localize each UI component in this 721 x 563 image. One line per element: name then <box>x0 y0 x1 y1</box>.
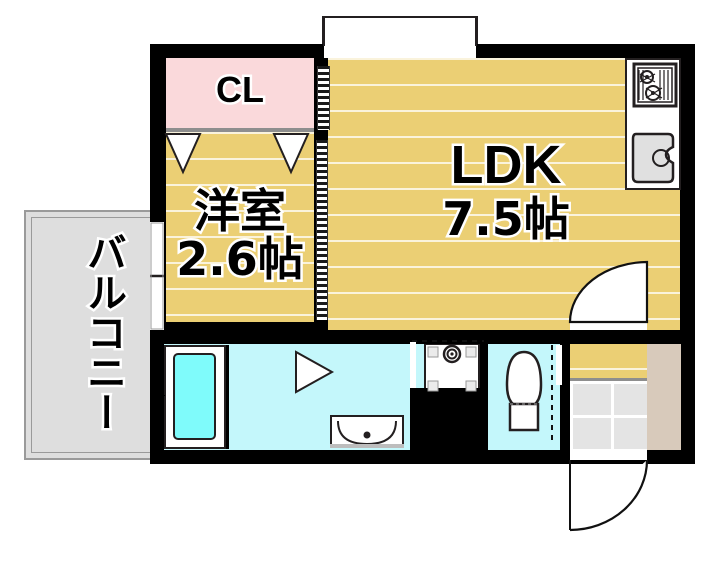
western-room-name-label: 洋室 <box>192 184 289 238</box>
changing-room-door-opening[interactable] <box>410 342 416 388</box>
shoe-cabinet <box>647 342 681 450</box>
genkan-tile-floor <box>570 381 647 450</box>
toilet-door-opening[interactable] <box>556 345 562 385</box>
toilet-door-dash-line <box>551 345 553 445</box>
western-room-area-label: 2.6帖 <box>174 232 307 286</box>
ldk-entry-door-opening[interactable] <box>570 322 647 330</box>
ldk-name-label: LDK <box>448 135 564 195</box>
top-bay-window-mullions <box>323 16 477 46</box>
washbasin-icon <box>330 420 404 448</box>
kitchen-sink-icon <box>631 132 675 184</box>
wall-genkan-left <box>560 342 570 450</box>
washer-supply-dash-line <box>412 340 484 342</box>
balcony-area <box>24 210 161 460</box>
bathroom-unit-outline <box>164 345 226 449</box>
closet-front-edge <box>166 128 314 132</box>
genkan-step-edge <box>570 378 647 381</box>
toilet-divider-wall-left <box>480 342 488 450</box>
entrance-door-icon <box>569 459 649 532</box>
kitchen-counter-outline <box>625 58 681 190</box>
wall-wet-zone-top <box>150 330 695 344</box>
wall-bath-changing-divider <box>226 345 229 449</box>
closet-hanger-mark-left <box>164 133 202 175</box>
closet-floor <box>166 58 314 128</box>
ldk-top-window-opening <box>324 44 476 58</box>
ldk-area-label: 7.5帖 <box>440 192 573 246</box>
closet-sliding-rail[interactable] <box>317 66 330 130</box>
closet-hanger-mark-right <box>272 133 310 175</box>
balcony-window-frame <box>150 222 164 330</box>
entrance-hall-wood-floor <box>570 342 647 378</box>
wall-between-changing-and-washer <box>410 388 482 450</box>
room-ldk-sliding-rail[interactable] <box>316 140 328 320</box>
gas-stove-icon <box>632 62 678 108</box>
closet-label: CL <box>214 69 267 110</box>
ldk-entry-door-icon <box>568 260 649 324</box>
washing-machine-icon <box>427 344 477 392</box>
entrance-door-opening[interactable] <box>570 450 647 460</box>
bathtub <box>173 353 216 440</box>
balcony-label: バルコニー <box>78 230 129 435</box>
changing-room-door-icon <box>295 350 335 394</box>
wall-washer-nook <box>164 395 165 396</box>
toilet-icon <box>505 350 543 432</box>
